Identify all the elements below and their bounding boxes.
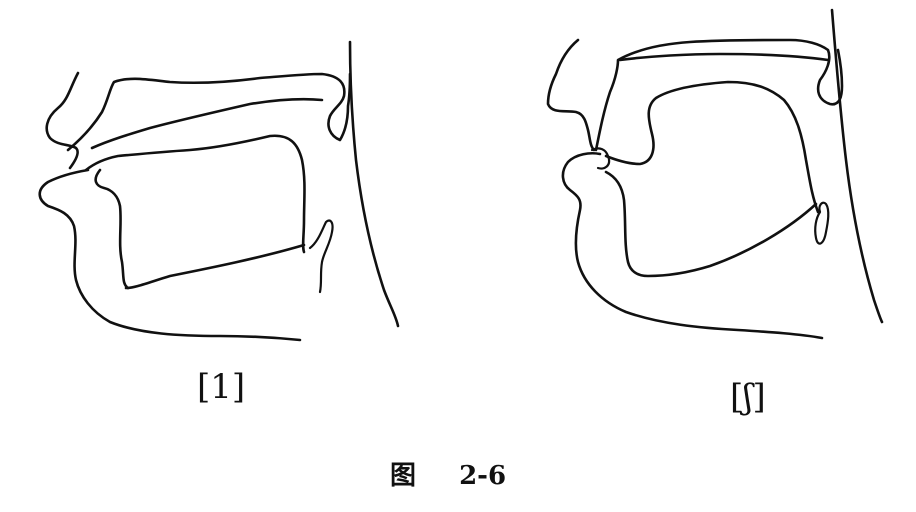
pharynx-wall-left	[350, 42, 398, 326]
caption-number: 2-6	[459, 461, 506, 491]
hard-palate-line-right	[620, 54, 828, 60]
diagram-label-left: [1]	[197, 370, 245, 404]
epiglottis-outline-left	[310, 220, 333, 292]
hard-palate-line-left	[92, 99, 322, 148]
caption-prefix: 图	[390, 455, 416, 492]
tongue-root-line-left	[126, 245, 304, 288]
tongue-outline-left	[86, 136, 305, 252]
teeth-outline-right	[592, 148, 609, 168]
sagittal-diagram-left	[40, 42, 398, 340]
upper-lip-palate-outline-left	[47, 73, 350, 168]
figure-caption: 图 2-6	[390, 455, 506, 492]
tongue-root-line-right	[606, 172, 816, 276]
diagram-label-right: [ʃ]	[730, 380, 766, 414]
upper-lip-outline-right	[548, 40, 594, 150]
lower-lip-jaw-outline-right	[563, 153, 822, 338]
tongue-outline-right	[606, 82, 818, 212]
sagittal-diagram-right	[548, 10, 882, 338]
